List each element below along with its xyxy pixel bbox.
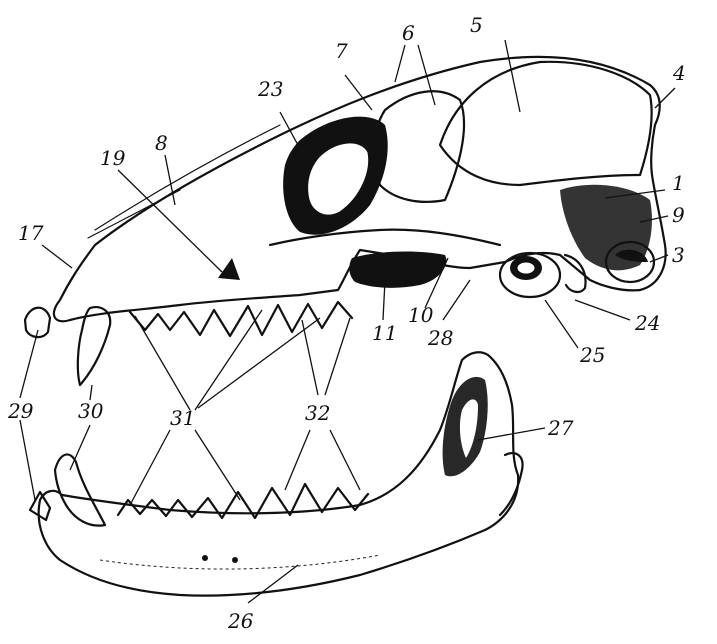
label-11: 11 (372, 321, 397, 345)
label-25: 25 (579, 343, 605, 367)
label-4: 4 (672, 61, 686, 85)
label-31: 31 (170, 406, 195, 430)
upper-canine (78, 307, 110, 385)
label-7: 7 (335, 39, 348, 63)
label-1: 1 (672, 171, 685, 195)
mental-foramen-1 (202, 555, 208, 561)
label-3: 3 (672, 243, 685, 267)
label-32: 32 (305, 401, 330, 425)
label-27: 27 (547, 416, 574, 440)
mandible-hatching (100, 555, 380, 569)
label-28: 28 (427, 326, 453, 350)
lower-canine (55, 454, 105, 525)
subzygomatic-opening (349, 252, 446, 288)
label-8: 8 (155, 131, 168, 155)
mandible (30, 352, 523, 595)
mental-foramen-2 (232, 557, 238, 563)
label-23: 23 (257, 77, 283, 101)
nasal-bone-lower (88, 190, 180, 238)
label-24: 24 (634, 311, 660, 335)
label-9: 9 (672, 203, 685, 227)
label-19: 19 (100, 146, 126, 170)
label-6: 6 (402, 21, 415, 45)
label-30: 30 (78, 399, 104, 423)
infraorbital-foramen (218, 258, 240, 280)
label-5: 5 (470, 13, 483, 37)
label-26: 26 (227, 609, 254, 633)
nasal-ridge (95, 125, 280, 230)
parietal-region (440, 62, 652, 185)
label-29: 29 (7, 399, 34, 423)
label-10: 10 (408, 303, 434, 327)
label-17: 17 (18, 221, 44, 245)
meatus-inner (517, 262, 535, 274)
